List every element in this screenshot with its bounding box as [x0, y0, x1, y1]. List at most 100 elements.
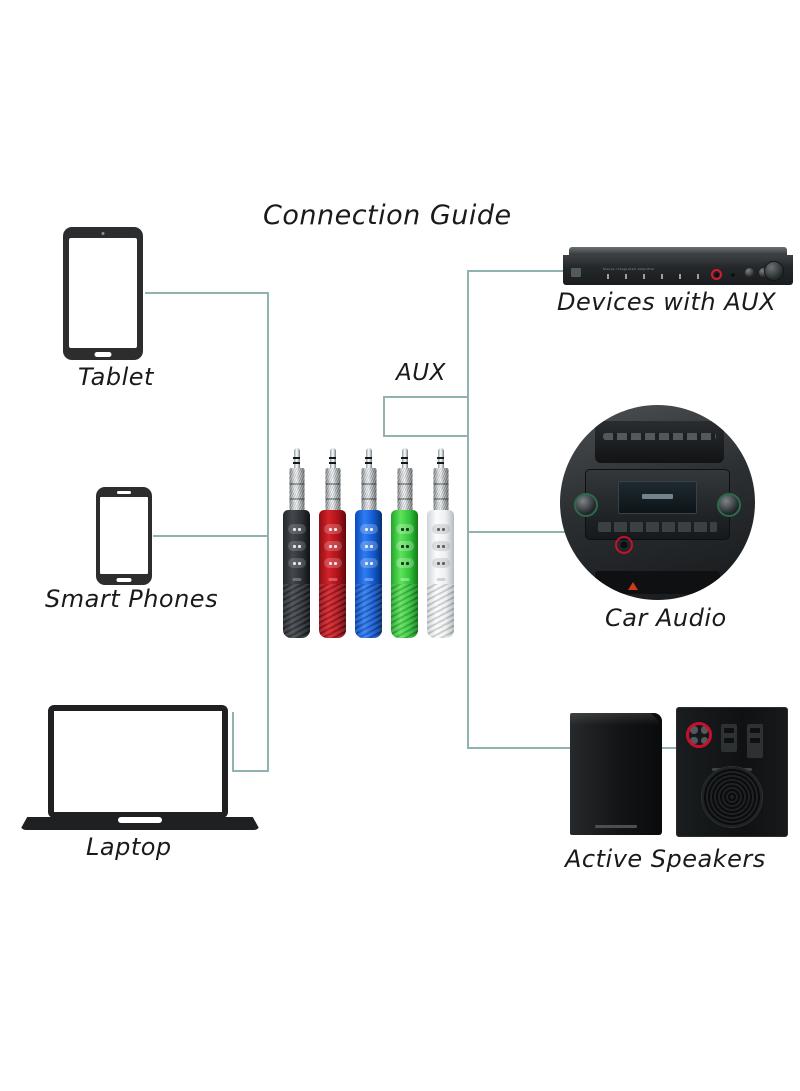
laptop-base [20, 817, 260, 830]
device-tablet [63, 227, 143, 360]
button-volume-down [287, 558, 306, 568]
status-led [436, 578, 445, 581]
device-car-audio [560, 405, 755, 600]
aux-jack-barrel [397, 468, 412, 513]
aux-jack-tip-icon [293, 448, 300, 470]
connector-line-laptop [232, 770, 269, 772]
button-call-power [395, 541, 414, 551]
speaker-active-rear-panel [676, 707, 788, 837]
button-volume-up [359, 524, 378, 534]
status-led [292, 578, 301, 581]
amplifier-indicator-dot [731, 273, 735, 277]
aux-jack-tip-icon [401, 448, 408, 470]
status-led [400, 578, 409, 581]
phone-screen [100, 497, 148, 574]
connector-line-car-audio [467, 531, 595, 533]
receiver-body [283, 510, 310, 638]
car-radio-display [617, 481, 698, 514]
car-aux-port-highlight [614, 535, 633, 554]
receiver-grip-texture [355, 584, 382, 638]
aux-jack-barrel [289, 468, 304, 513]
connector-bus-right [467, 270, 469, 748]
tablet-screen [69, 238, 137, 348]
aux-jack-tip-icon [329, 448, 336, 470]
speaker-terminal [747, 724, 763, 758]
amplifier-tick [679, 274, 681, 279]
receiver-blue [355, 448, 382, 638]
car-head-unit [585, 469, 730, 540]
receiver-body [427, 510, 454, 638]
button-call-power [431, 541, 450, 551]
label-smart-phones: Smart Phones [45, 585, 219, 613]
button-volume-down [395, 558, 414, 568]
button-volume-up [431, 524, 450, 534]
label-devices-with-aux: Devices with AUX [557, 288, 777, 316]
speaker-terminal [721, 724, 737, 752]
label-active-speakers: Active Speakers [565, 845, 766, 873]
amplifier-tick [607, 274, 609, 279]
amplifier-brand-mark [571, 268, 581, 277]
amplifier-knob [759, 268, 768, 277]
connector-line-amplifier [467, 270, 577, 272]
button-volume-up [287, 524, 306, 534]
button-call-power [359, 541, 378, 551]
aux-jack-barrel [325, 468, 340, 513]
connector-line-aux-stub [383, 396, 469, 398]
receiver-green [391, 448, 418, 638]
aux-connection-label: AUX [396, 360, 446, 386]
car-lower-console [595, 570, 720, 595]
receiver-grip-texture [283, 584, 310, 638]
device-active-speakers [570, 707, 788, 837]
laptop-trackpad-notch [118, 817, 162, 823]
button-volume-down [323, 558, 342, 568]
amplifier-aux-port-highlight [711, 269, 722, 280]
tablet-camera-icon [101, 232, 105, 235]
amplifier-tick [697, 274, 699, 279]
aux-jack-barrel [433, 468, 448, 513]
car-knob-right [717, 492, 742, 517]
speaker-passive [570, 713, 662, 835]
amplifier-volume-knob [764, 261, 784, 281]
receiver-grip-texture [391, 584, 418, 638]
button-volume-down [431, 558, 450, 568]
status-led [328, 578, 337, 581]
speaker-aux-input-highlight [686, 722, 712, 748]
label-tablet: Tablet [78, 363, 154, 391]
label-laptop: Laptop [86, 833, 172, 861]
receiver-body [319, 510, 346, 638]
amplifier-model-text: Stereo Integrated Amplifier [603, 267, 655, 271]
car-knob-left [573, 492, 598, 517]
receiver-grip-texture [319, 584, 346, 638]
button-call-power [287, 541, 306, 551]
phone-home-button [116, 578, 132, 582]
receiver-red [319, 448, 346, 638]
connector-line-tablet [145, 292, 269, 294]
status-led [364, 578, 373, 581]
product-bluetooth-aux-receivers [283, 448, 458, 638]
hazard-light-icon [628, 582, 639, 591]
car-air-vent [595, 420, 724, 464]
device-amplifier: Stereo Integrated Amplifier [563, 247, 793, 287]
amplifier-tick [625, 274, 627, 279]
amplifier-tick [661, 274, 663, 279]
speaker-grille [701, 766, 763, 828]
amplifier-knob [745, 268, 754, 277]
tablet-home-button [94, 351, 112, 357]
amplifier-top-panel [569, 247, 787, 256]
phone-earpiece-icon [117, 491, 131, 494]
page-title: Connection Guide [263, 200, 512, 231]
connector-line-aux-return [383, 435, 469, 437]
button-volume-up [395, 524, 414, 534]
receiver-black [283, 448, 310, 638]
device-laptop [20, 705, 260, 830]
receiver-white [427, 448, 454, 638]
button-volume-down [359, 558, 378, 568]
aux-jack-tip-icon [437, 448, 444, 470]
receiver-body [355, 510, 382, 638]
speaker-brand-mark [595, 825, 637, 828]
device-smartphone [96, 487, 152, 585]
amplifier-tick [643, 274, 645, 279]
receiver-body [391, 510, 418, 638]
aux-jack-tip-icon [365, 448, 372, 470]
